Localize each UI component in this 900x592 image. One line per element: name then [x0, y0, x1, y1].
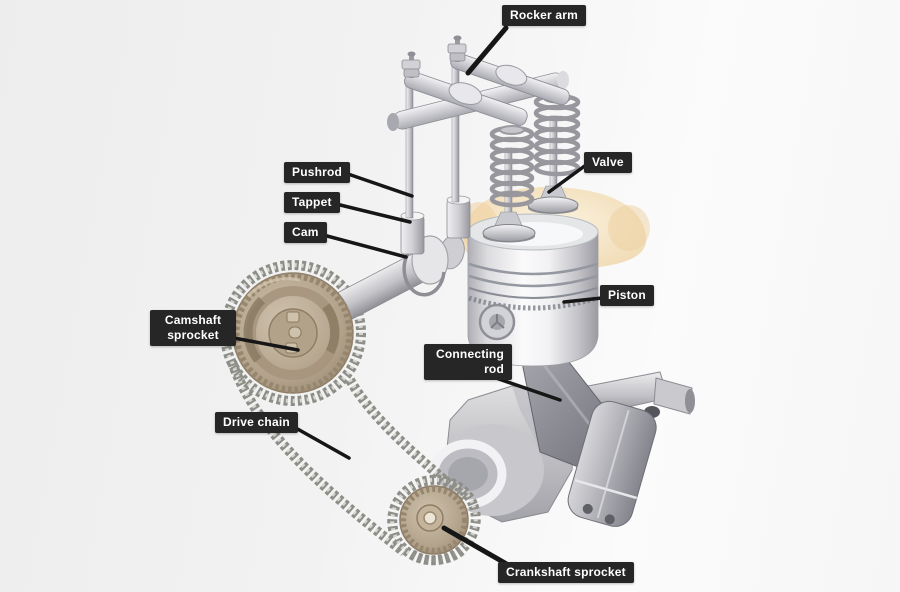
- adjusting-nut: [401, 35, 467, 78]
- leader-lines: [232, 25, 604, 569]
- label-connecting-rod: Connecting rod: [424, 344, 512, 380]
- label-camshaft-sprocket: Camshaft sprocket: [150, 310, 236, 346]
- label-valve: Valve: [584, 152, 632, 173]
- leader-crankshaft-sprocket: [441, 525, 513, 569]
- label-drive-chain: Drive chain: [215, 412, 298, 433]
- leader-camshaft-sprocket: [232, 336, 300, 352]
- leader-tappet: [330, 201, 412, 224]
- label-tappet: Tappet: [284, 192, 340, 213]
- leader-drive-chain: [292, 425, 351, 460]
- leader-piston: [562, 296, 604, 304]
- leader-connecting-rod: [494, 376, 562, 402]
- leader-pushrod: [346, 172, 414, 198]
- label-crankshaft-sprocket: Crankshaft sprocket: [498, 562, 634, 583]
- leader-rocker-arm: [465, 25, 509, 76]
- leader-cam: [310, 230, 408, 259]
- label-piston: Piston: [600, 285, 654, 306]
- valve-spring: [489, 92, 581, 208]
- valve-part: [482, 115, 579, 243]
- label-cam: Cam: [284, 222, 327, 243]
- rocker-arm-part: [387, 35, 570, 131]
- crankshaft-sprocket-part: [399, 485, 469, 565]
- connecting-rod-part: [517, 341, 657, 527]
- camshaft-sprocket-part: [232, 272, 354, 394]
- label-rocker-arm: Rocker arm: [502, 5, 587, 26]
- crankshaft: [429, 371, 695, 523]
- leader-valve: [547, 163, 588, 194]
- label-pushrod: Pushrod: [284, 162, 351, 183]
